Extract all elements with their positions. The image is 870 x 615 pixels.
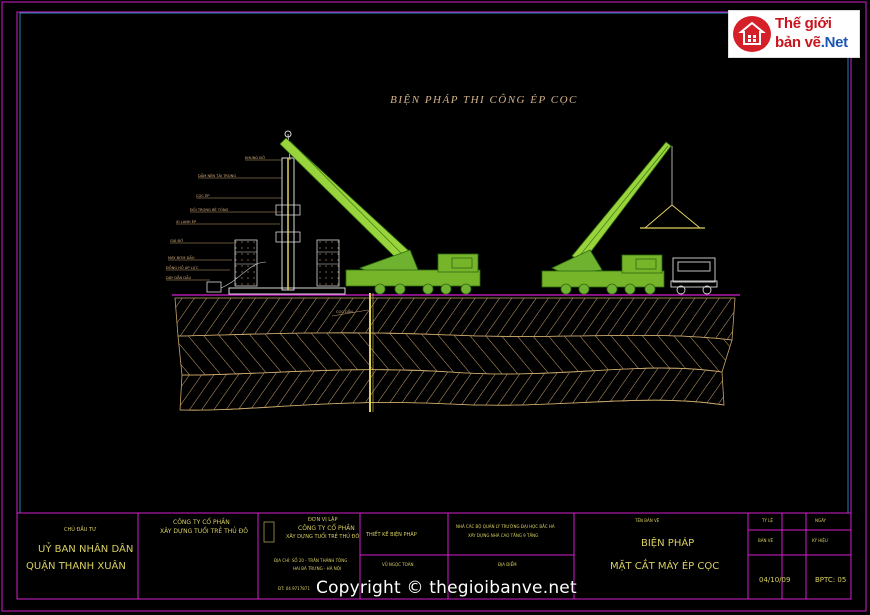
copyright-watermark: Copyright © thegioibanve.net — [316, 578, 577, 598]
contractor-line2: XÂY DỰNG TUỔI TRẺ THỦ ĐÔ — [160, 528, 248, 535]
crane-left — [279, 130, 481, 295]
design-sign: VŨ NGỌC TOÀN — [382, 562, 414, 567]
logo-line2b: .Net — [820, 34, 848, 51]
pile-press-rig — [206, 157, 346, 295]
project-line1: NHÀ CÁC BỘ QUẢN LÝ TRƯỜNG ĐẠI HỌC BẮC HÀ — [456, 524, 555, 529]
inner-frame — [16, 11, 852, 600]
date-caption: NGÀY — [815, 518, 826, 523]
design-label: THIẾT KẾ BIỆN PHÁP — [366, 532, 417, 538]
consultant-city: HAI BÀ TRƯNG - HÀ NỘI — [293, 566, 342, 571]
consultant-line2: XÂY DỰNG TUỔI TRẺ THỦ ĐÔ — [286, 534, 360, 540]
consultant-line1: CÔNG TY CỔ PHẦN — [298, 525, 355, 532]
drawing-title: BIỆN PHÁP THI CÔNG ÉP CỌC — [390, 94, 578, 106]
scale-caption: TỶ LỆ — [762, 518, 773, 523]
callout-7: MÁY BƠM DẦU — [168, 255, 195, 260]
callouts: KHUNG ĐỠ DẦM NÉN TẢI TRỌNG CỌC ÉP ĐỐI TR… — [166, 155, 369, 317]
project-line2: XÂY DỰNG NHÀ CAO TẦNG 9 TẦNG — [468, 533, 539, 538]
sheet-name-caption: TÊN BẢN VẼ — [635, 518, 660, 523]
tb-logo-mark — [263, 521, 275, 543]
sheet-number: BPTC: 05 — [815, 576, 847, 584]
truck — [670, 257, 718, 295]
logo-line2: bản vẽ.Net — [775, 34, 848, 51]
sheet-no-caption: KÝ HIỆU — [812, 538, 828, 543]
contractor-line1: CÔNG TY CỔ PHẦN — [173, 519, 230, 526]
callout-5: XI LANH ÉP — [176, 219, 197, 224]
consultant-caption: ĐƠN VỊ LẬP — [308, 517, 338, 523]
house-icon — [733, 16, 771, 52]
site-logo[interactable]: Thế giới bản vẽ.Net — [728, 10, 860, 58]
crane-right — [541, 141, 705, 295]
callout-10: CỌC DẪN — [336, 309, 353, 314]
logo-line1: Thế giới — [775, 15, 832, 32]
soil-section — [174, 297, 736, 411]
owner-caption: CHỦ ĐẦU TƯ — [64, 527, 97, 533]
sheet-line2: MẶT CẮT MÁY ÉP CỌC — [610, 561, 720, 572]
callout-6: GIÁ ĐỠ — [170, 238, 184, 243]
callout-4: ĐỐI TRỌNG BÊ TÔNG — [190, 207, 229, 212]
scale-value: BẢN VẼ — [758, 538, 774, 543]
consultant-tel: ĐT: 04.9717871 — [278, 586, 310, 591]
callout-2: DẦM NÉN TẢI TRỌNG — [198, 173, 236, 178]
logo-line2a: bản vẽ — [775, 34, 821, 51]
consultant-addr: ĐỊA CHỈ: SỐ 20 - TRẦN THÁNH TÔNG — [274, 558, 348, 563]
callout-9: DÂY DẪN DẦU — [166, 275, 192, 280]
drawing-border — [19, 12, 849, 514]
owner-line2: QUẬN THANH XUÂN — [26, 561, 126, 572]
callout-8: ĐỒNG HỒ ÁP LỰC — [166, 265, 199, 270]
location: ĐỊA ĐIỂM — [498, 562, 517, 567]
sheet-line1: BIỆN PHÁP — [641, 538, 695, 549]
callout-3: CỌC ÉP — [196, 193, 210, 198]
date-value: 04/10/09 — [759, 576, 791, 584]
callout-1: KHUNG ĐỠ — [245, 155, 265, 160]
owner-line1: UỶ BAN NHÂN DÂN — [38, 544, 134, 555]
title-block-grid — [17, 512, 851, 599]
